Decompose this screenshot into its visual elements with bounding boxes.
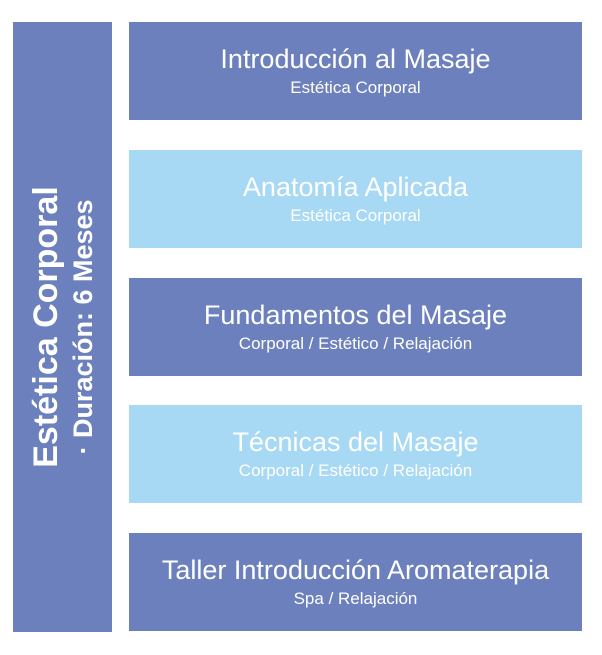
module-subtitle: Estética Corporal xyxy=(290,206,421,225)
module-title: Taller Introducción Aromaterapia xyxy=(161,555,550,585)
module-subtitle: Corporal / Estético / Relajación xyxy=(238,461,473,480)
module-title: Introducción al Masaje xyxy=(220,44,491,74)
module-block-4: Técnicas del Masaje Corporal / Estético … xyxy=(129,405,582,503)
course-side-panel: Estética Corporal · Duración: 6 Meses xyxy=(13,22,112,632)
module-subtitle: Corporal / Estético / Relajación xyxy=(238,334,473,353)
side-panel-text: Estética Corporal · Duración: 6 Meses xyxy=(26,186,100,468)
module-title: Anatomía Aplicada xyxy=(242,172,469,202)
module-block-2: Anatomía Aplicada Estética Corporal xyxy=(129,150,582,248)
course-title: Estética Corporal xyxy=(26,186,65,468)
module-block-3: Fundamentos del Masaje Corporal / Estéti… xyxy=(129,278,582,376)
module-subtitle: Estética Corporal xyxy=(290,78,421,97)
module-block-1: Introducción al Masaje Estética Corporal xyxy=(129,22,582,120)
module-block-5: Taller Introducción Aromaterapia Spa / R… xyxy=(129,533,582,631)
module-subtitle: Spa / Relajación xyxy=(293,589,418,608)
module-title: Fundamentos del Masaje xyxy=(203,300,508,330)
course-duration: · Duración: 6 Meses xyxy=(67,199,98,455)
module-title: Técnicas del Masaje xyxy=(232,427,479,457)
